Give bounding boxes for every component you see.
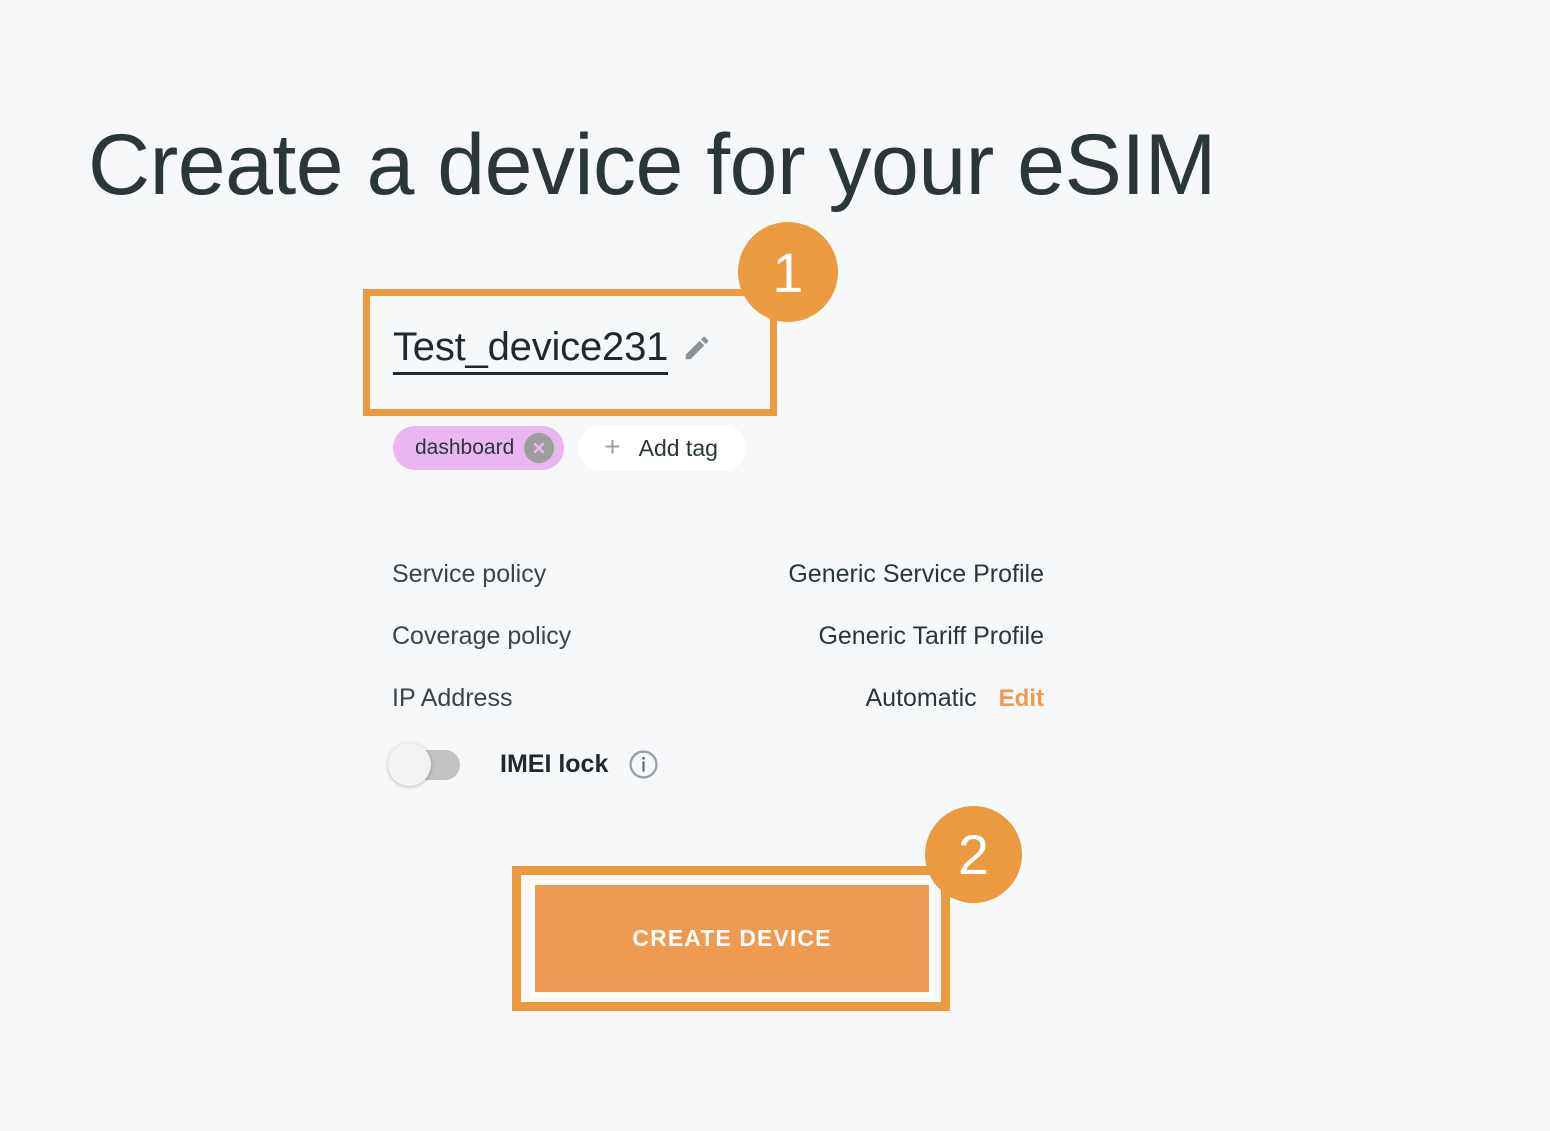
create-device-button[interactable]: CREATE DEVICE <box>534 884 930 992</box>
property-value[interactable]: Generic Tariff Profile <box>818 622 1044 650</box>
property-value-wrap: Automatic Edit <box>866 684 1045 713</box>
close-icon[interactable] <box>524 433 555 463</box>
pencil-icon[interactable] <box>682 333 712 369</box>
device-name-value[interactable]: Test_device231 <box>393 326 668 375</box>
tags-row: dashboard + Add tag <box>393 425 746 471</box>
add-tag-button[interactable]: + Add tag <box>578 425 746 471</box>
property-value-wrap: Generic Tariff Profile <box>818 622 1044 651</box>
property-label: Coverage policy <box>392 622 572 650</box>
property-label: IP Address <box>392 684 513 712</box>
tag-chip-dashboard[interactable]: dashboard <box>393 426 565 470</box>
imei-lock-label: IMEI lock <box>500 750 609 778</box>
device-properties: Service policy Generic Service Profile C… <box>392 560 1044 746</box>
page-title: Create a device for your eSIM <box>88 116 1216 213</box>
property-row-service-policy: Service policy Generic Service Profile <box>392 560 1044 622</box>
plus-icon: + <box>604 430 621 462</box>
toggle-knob[interactable] <box>388 743 431 786</box>
info-icon[interactable] <box>628 749 659 780</box>
property-row-coverage-policy: Coverage policy Generic Tariff Profile <box>392 622 1044 684</box>
create-device-label: CREATE DEVICE <box>632 924 832 951</box>
property-value-wrap: Generic Service Profile <box>788 560 1044 589</box>
annotation-badge-1: 1 <box>738 222 838 322</box>
tag-label: dashboard <box>415 436 515 459</box>
imei-lock-row: IMEI lock <box>388 743 659 786</box>
device-name-field[interactable]: Test_device231 <box>393 326 712 375</box>
add-tag-label: Add tag <box>638 434 718 461</box>
property-value: Automatic <box>865 684 977 712</box>
property-label: Service policy <box>392 560 547 588</box>
annotation-badge-2: 2 <box>925 806 1022 903</box>
imei-lock-toggle[interactable] <box>388 743 460 786</box>
property-row-ip-address: IP Address Automatic Edit <box>392 684 1044 746</box>
property-value[interactable]: Generic Service Profile <box>788 560 1044 588</box>
edit-ip-address-link[interactable]: Edit <box>998 685 1044 712</box>
